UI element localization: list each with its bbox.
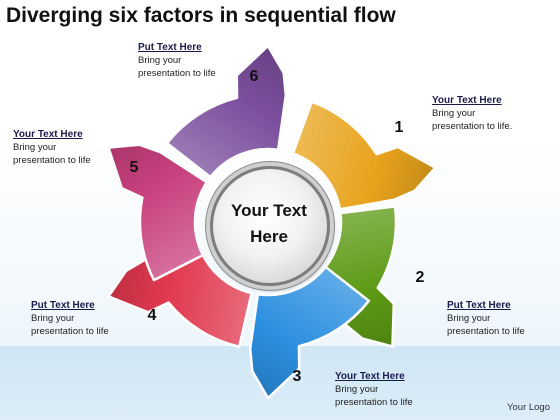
center-hub bbox=[210, 166, 330, 286]
callout-3-body: Bring your presentation to life bbox=[335, 384, 413, 408]
segment-number-1: 1 bbox=[394, 119, 404, 136]
segment-number-2: 2 bbox=[415, 269, 425, 286]
hub-text-line2: Here bbox=[250, 227, 288, 246]
callout-1: Your Text Here Bring your presentation t… bbox=[432, 94, 512, 133]
logo-text: Your Logo bbox=[507, 402, 550, 413]
callout-4-body: Bring your presentation to life bbox=[31, 313, 109, 337]
callout-6-body: Bring your presentation to life bbox=[138, 55, 216, 79]
callout-1-heading: Your Text Here bbox=[432, 95, 502, 106]
callout-2-heading: Put Text Here bbox=[447, 300, 511, 311]
segment-number-3: 3 bbox=[292, 368, 302, 385]
segment-arrow-6 bbox=[165, 44, 288, 179]
callout-4-heading: Put Text Here bbox=[31, 300, 95, 311]
hub-text: Your Text Here bbox=[214, 198, 324, 250]
callout-2-body: Bring your presentation to life bbox=[447, 313, 525, 337]
callout-4: Put Text Here Bring your presentation to… bbox=[31, 299, 109, 338]
callout-5-body: Bring your presentation to life bbox=[13, 142, 91, 166]
segment-arrow-4 bbox=[107, 242, 253, 348]
callout-3: Your Text Here Bring your presentation t… bbox=[335, 370, 413, 409]
hub-text-line1: Your Text bbox=[231, 201, 307, 220]
segment-arrow-1 bbox=[291, 100, 437, 211]
segment-number-5: 5 bbox=[129, 159, 139, 176]
callout-5-heading: Your Text Here bbox=[13, 129, 83, 140]
callout-6-heading: Put Text Here bbox=[138, 42, 202, 53]
segment-arrow-2 bbox=[310, 205, 398, 348]
segment-number-6: 6 bbox=[249, 68, 259, 85]
callout-5: Your Text Here Bring your presentation t… bbox=[13, 128, 91, 167]
callout-3-heading: Your Text Here bbox=[335, 371, 405, 382]
callout-6: Put Text Here Bring your presentation to… bbox=[138, 41, 216, 80]
segment-number-4: 4 bbox=[147, 307, 157, 324]
segment-arrow-5 bbox=[107, 143, 209, 282]
segment-arrow-3 bbox=[248, 265, 371, 400]
callout-1-body: Bring your presentation to life. bbox=[432, 108, 513, 132]
callout-2: Put Text Here Bring your presentation to… bbox=[447, 299, 525, 338]
page-title: Diverging six factors in sequential flow bbox=[6, 4, 396, 27]
